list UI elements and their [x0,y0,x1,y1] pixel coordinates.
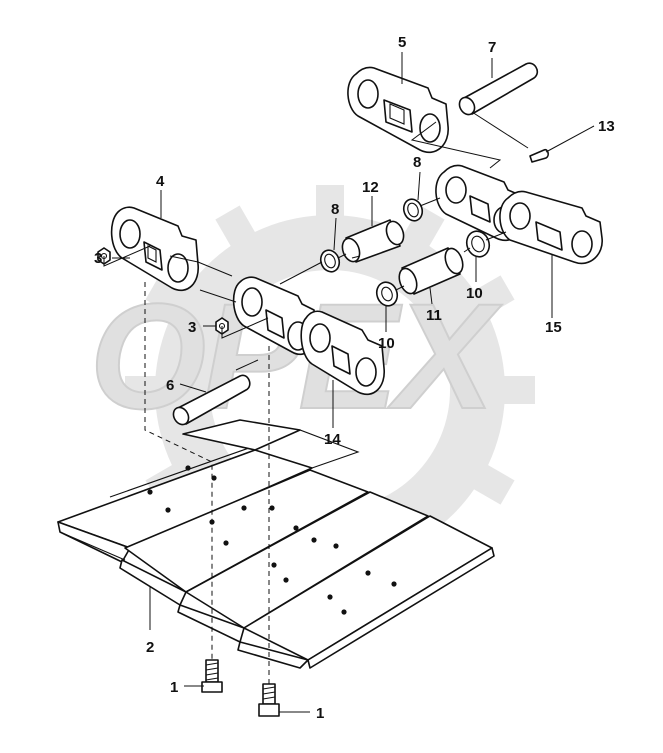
callout-15: 15 [545,319,562,336]
callout-1-left: 1 [170,679,178,696]
callout-8-upper: 8 [413,154,421,171]
seal-8-upper [402,198,424,222]
seal-10-left [375,281,399,307]
callout-12: 12 [362,179,379,196]
link-14 [232,276,385,395]
callouts: 5 7 13 8 4 12 8 3 10 11 15 3 10 6 14 2 1… [94,34,615,722]
callout-7: 7 [488,39,496,56]
callout-2: 2 [146,639,154,656]
link-4 [110,206,199,291]
callout-6: 6 [166,377,174,394]
bolt-left [201,659,223,693]
pin-6 [172,374,251,426]
callout-leaders [112,52,595,713]
link-15 [435,164,603,265]
cotter-pin-13 [529,148,549,163]
bushing-11 [398,247,464,295]
link-5 [347,66,449,153]
assembly-lines [103,111,529,371]
callout-10-right: 10 [466,285,483,302]
callout-13: 13 [598,118,615,135]
bolt-centerlines [144,282,270,700]
callout-8-lower: 8 [331,201,339,218]
callout-5: 5 [398,34,406,51]
pin-7 [458,62,539,116]
callout-11: 11 [426,307,442,324]
callout-10-left: 10 [378,335,395,352]
callout-14: 14 [324,431,341,448]
seal-10-right [465,230,491,258]
bolt-right [258,683,280,717]
callout-4: 4 [156,173,165,190]
callout-1-right: 1 [316,705,324,722]
callout-3-upper: 3 [94,250,102,267]
shoe-bolt-holes [147,465,397,615]
callout-3-lower: 3 [188,319,196,336]
track-shoe-assembly [57,419,495,669]
bushing-12 [341,219,405,263]
